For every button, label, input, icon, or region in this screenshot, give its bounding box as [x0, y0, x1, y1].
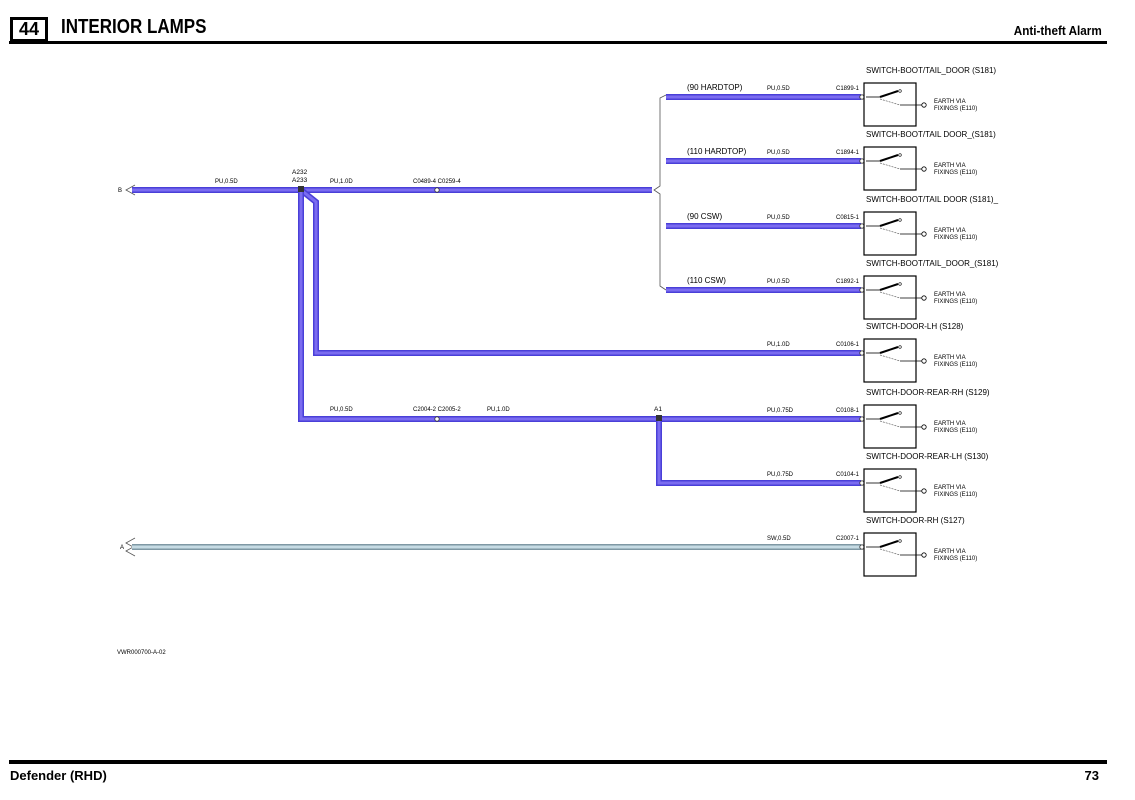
- switch-name: SWITCH-BOOT/TAIL DOOR_(S181): [866, 130, 996, 139]
- earth-icon: [921, 231, 927, 237]
- connector-a-label: A: [120, 545, 124, 551]
- footer-rule: [9, 760, 1107, 764]
- earth-icon: [921, 102, 927, 108]
- earth-icon: [921, 424, 927, 430]
- switch-earth-line-1: EARTH VIA: [934, 228, 966, 234]
- switch-name: SWITCH-DOOR-LH (S128): [866, 322, 964, 331]
- switch-name: SWITCH-BOOT/TAIL DOOR (S181)_: [866, 195, 999, 204]
- switch-earth-line-2: FIXINGS (E110): [934, 235, 977, 241]
- switch-connector-label: C2007-1: [836, 536, 860, 542]
- earth-icon: [921, 488, 927, 494]
- earth-icon: [921, 166, 927, 172]
- page-title: INTERIOR LAMPS: [61, 16, 207, 38]
- splice-a233-label: A233: [292, 177, 308, 184]
- splice-a232-label: A232: [292, 169, 308, 176]
- diagram-id: VWR000700-A-02: [117, 650, 166, 656]
- switch-name: SWITCH-BOOT/TAIL_DOOR_(S181): [866, 259, 999, 268]
- switch-variant-label: (110 CSW): [687, 276, 726, 285]
- switch-earth-line-2: FIXINGS (E110): [934, 362, 977, 368]
- vehicle-model: Defender (RHD): [10, 768, 107, 783]
- switch-symbol: [863, 404, 927, 449]
- system-title: Anti-theft Alarm: [1014, 23, 1102, 38]
- switch-symbol: [863, 275, 927, 320]
- switch-earth-line-1: EARTH VIA: [934, 292, 966, 298]
- connector-b-label: B: [118, 188, 122, 194]
- branch-wire-rear-lh: [656, 419, 861, 486]
- switch-earth-line-2: FIXINGS (E110): [934, 556, 977, 562]
- switch-earth-line-2: FIXINGS (E110): [934, 106, 977, 112]
- header-rule: [9, 41, 1107, 44]
- switch-connector-label: C0104-1: [836, 472, 860, 478]
- switch-earth-line-1: EARTH VIA: [934, 163, 966, 169]
- switch-name: SWITCH-DOOR-REAR-RH (S129): [866, 388, 990, 397]
- switch-connector-label: C1899-1: [836, 86, 860, 92]
- switch-wire-spec: PU,0.75D: [767, 408, 794, 414]
- switch-variant-label: (90 HARDTOP): [687, 83, 743, 92]
- switch-symbol: [863, 468, 927, 513]
- switch-earth-line-1: EARTH VIA: [934, 99, 966, 105]
- branch-wire-rear-rh: [298, 190, 861, 422]
- splice-a232-dot: [298, 186, 304, 192]
- switch-connector-label: C1892-1: [836, 279, 860, 285]
- trunk-connector-pin: [434, 187, 440, 193]
- switch-earth-line-1: EARTH VIA: [934, 421, 966, 427]
- earth-icon: [921, 552, 927, 558]
- switch-variant-label: (90 CSW): [687, 212, 722, 221]
- switch-name: SWITCH-DOOR-RH (S127): [866, 516, 965, 525]
- switch-connector-label: C1894-1: [836, 150, 860, 156]
- trunk-connector-pair: C0489-4 C0259-4: [413, 179, 461, 185]
- lower-connector-pair: C2004-2 C2005-2: [413, 407, 461, 413]
- splice-a1-label: A1: [654, 406, 662, 413]
- switches-layer: [863, 82, 927, 577]
- variant-bracket: [653, 94, 667, 291]
- branch-wire-door-lh: [299, 187, 861, 356]
- switch-earth-line-1: EARTH VIA: [934, 355, 966, 361]
- switch-earth-line-2: FIXINGS (E110): [934, 492, 977, 498]
- switch-wire-spec: PU,0.5D: [767, 215, 790, 221]
- lower-wire-spec-2: PU,1.0D: [487, 407, 510, 413]
- lower-wire-spec: PU,0.5D: [330, 407, 353, 413]
- earth-icon: [921, 358, 927, 364]
- page-number: 73: [1084, 768, 1099, 783]
- switch-wire-spec: PU,0.5D: [767, 86, 790, 92]
- switch-symbol: [863, 82, 927, 127]
- switch-wire-spec: PU,0.5D: [767, 150, 790, 156]
- connector-b-symbol: [125, 184, 136, 196]
- lower-connector-pin: [434, 416, 440, 422]
- trunk-wire-spec: PU,0.5D: [215, 179, 238, 185]
- switch-symbol: [863, 338, 927, 383]
- switch-connector-label: C0106-1: [836, 342, 860, 348]
- switch-symbol: [863, 146, 927, 191]
- trunk-wire-spec-2: PU,1.0D: [330, 179, 353, 185]
- switch-earth-line-1: EARTH VIA: [934, 549, 966, 555]
- switch-connector-label: C0108-1: [836, 408, 860, 414]
- switch-name: SWITCH-DOOR-REAR-LH (S130): [866, 452, 989, 461]
- switch-symbol: [863, 532, 927, 577]
- splice-a1-dot: [656, 415, 662, 421]
- switch-variant-label: (110 HARDTOP): [687, 147, 747, 156]
- switch-wire-spec: PU,0.75D: [767, 472, 794, 478]
- earth-icon: [921, 295, 927, 301]
- switch-wire-spec: PU,1.0D: [767, 342, 790, 348]
- section-number-box: 44: [10, 17, 48, 42]
- switch-connector-label: C0815-1: [836, 215, 860, 221]
- switch-earth-line-1: EARTH VIA: [934, 485, 966, 491]
- wires-layer: [125, 94, 865, 557]
- switch-earth-line-2: FIXINGS (E110): [934, 299, 977, 305]
- switch-symbol: [863, 211, 927, 256]
- switch-name: SWITCH-BOOT/TAIL_DOOR (S181): [866, 66, 996, 75]
- section-number: 44: [18, 19, 40, 39]
- switch-earth-line-2: FIXINGS (E110): [934, 428, 977, 434]
- switch-earth-line-2: FIXINGS (E110): [934, 170, 977, 176]
- switch-wire-spec: SW,0.5D: [767, 536, 791, 542]
- switch-wire-spec: PU,0.5D: [767, 279, 790, 285]
